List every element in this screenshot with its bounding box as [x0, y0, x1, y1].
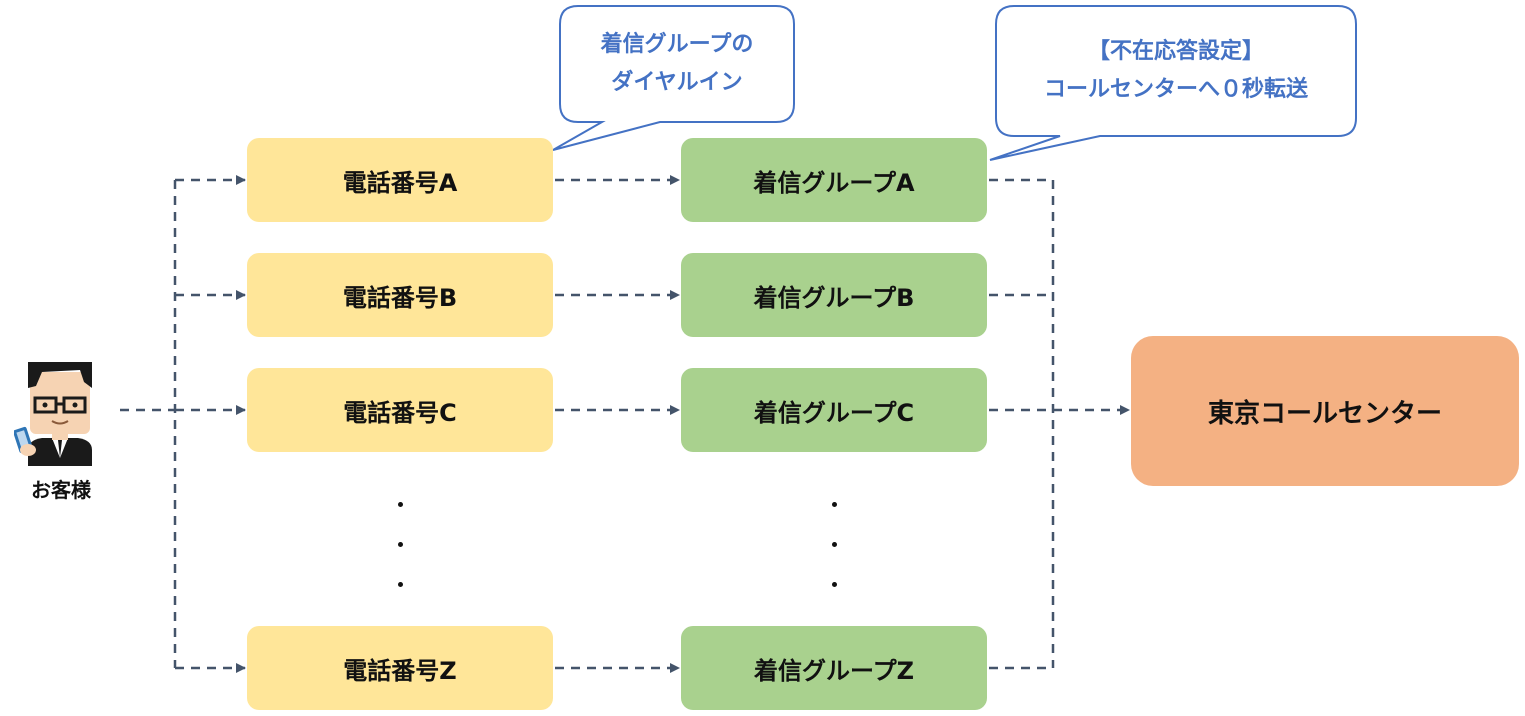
ellipsis-dot [832, 502, 837, 507]
callout-dial-in-bubble [552, 5, 795, 151]
incoming-group-a-box: 着信グループA [681, 138, 987, 222]
callout-absence-line2: コールセンターへ０秒転送 [1043, 77, 1308, 102]
ellipsis-dot [398, 542, 403, 547]
phone-number-c-box: 電話番号C [247, 368, 553, 452]
phone-number-b-box: 電話番号B [247, 253, 553, 337]
ellipsis-dot [398, 502, 403, 507]
ellipsis-dot [398, 582, 403, 587]
customer-label: お客様 [31, 478, 91, 502]
callout-dial-in-line2: ダイヤルイン [611, 70, 743, 95]
phone-number-a-box: 電話番号A [247, 138, 553, 222]
callout-absence-line1: 【不在応答設定】 [1087, 39, 1264, 64]
ellipsis-dot [832, 582, 837, 587]
phone-number-z-box: 電話番号Z [247, 626, 553, 710]
incoming-group-z-box: 着信グループZ [681, 626, 987, 710]
tokyo-call-center-box: 東京コールセンター [1131, 336, 1519, 486]
callout-dial-in: 着信グループの ダイヤルイン [560, 6, 794, 122]
incoming-group-b-box: 着信グループB [681, 253, 987, 337]
callout-dial-in-line1: 着信グループの [600, 32, 754, 57]
incoming-group-c-box: 着信グループC [681, 368, 987, 452]
businessman-with-phone-icon [14, 362, 92, 466]
ellipsis-dot [832, 542, 837, 547]
callout-absence-setting: 【不在応答設定】 コールセンターへ０秒転送 [996, 6, 1356, 136]
callout-absence-bubble [989, 5, 1357, 161]
